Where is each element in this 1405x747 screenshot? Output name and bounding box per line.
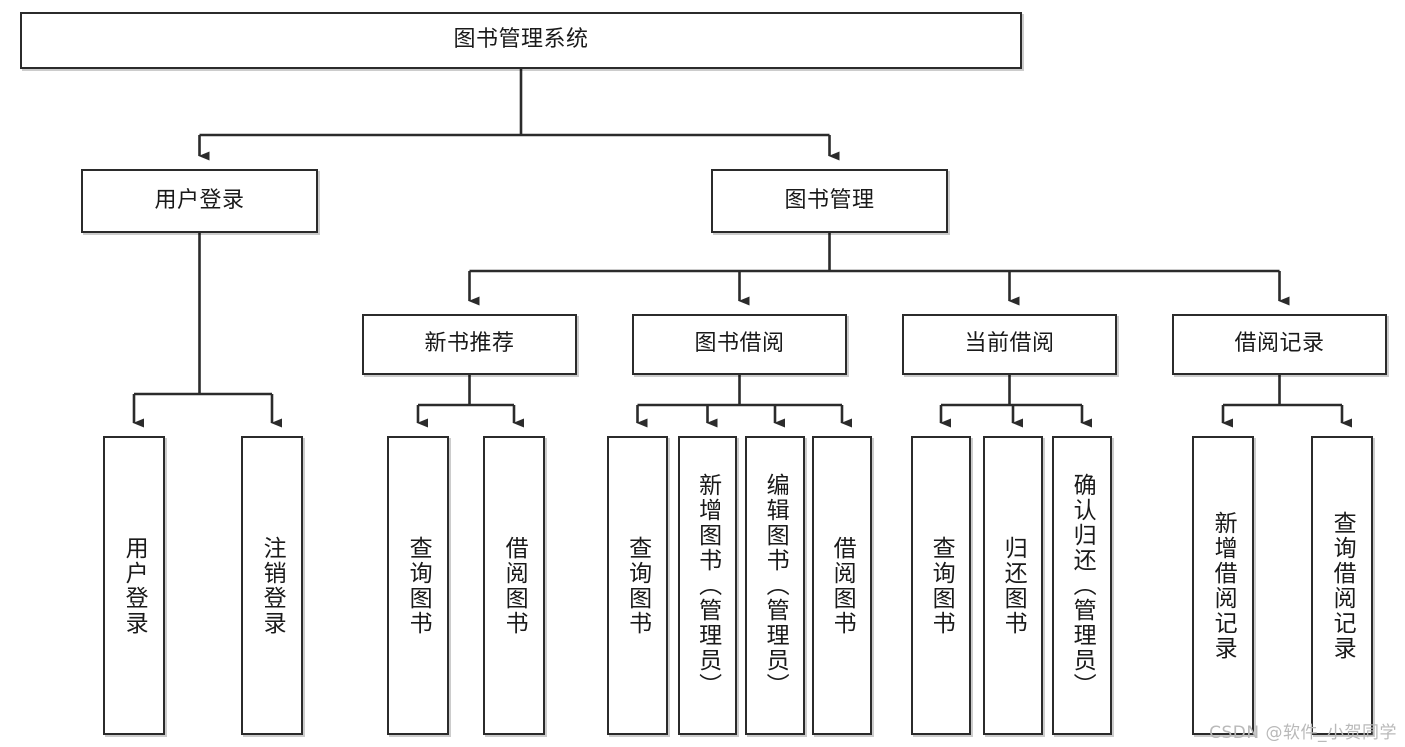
node-label: 新增借阅记录 <box>1210 510 1237 661</box>
node-leaf_9[interactable]: 归还图书 <box>983 436 1043 735</box>
node-label: 借阅图书 <box>829 535 856 636</box>
node-label: 当前借阅 <box>964 331 1055 357</box>
node-leaf_6[interactable]: 编辑图书（管理员） <box>745 436 805 735</box>
node-l3_0[interactable]: 新书推荐 <box>362 314 577 375</box>
node-label: 查询图书 <box>624 535 651 636</box>
node-leaf_11[interactable]: 新增借阅记录 <box>1192 436 1254 735</box>
node-leaf_4[interactable]: 查询图书 <box>607 436 668 735</box>
node-label: 用户登录 <box>154 187 245 213</box>
node-label: 确认归还（管理员） <box>1069 473 1096 698</box>
node-label: 编辑图书（管理员） <box>762 473 789 698</box>
node-label: 注销登录 <box>259 535 286 636</box>
node-leaf_1[interactable]: 注销登录 <box>241 436 303 735</box>
node-label: 查询图书 <box>405 535 432 636</box>
node-leaf_0[interactable]: 用户登录 <box>103 436 165 735</box>
node-label: 用户登录 <box>121 535 148 636</box>
node-leaf_7[interactable]: 借阅图书 <box>812 436 872 735</box>
edge-group <box>132 69 1352 428</box>
node-label: 图书借阅 <box>694 331 785 357</box>
node-leaf_2[interactable]: 查询图书 <box>387 436 449 735</box>
node-leaf_5[interactable]: 新增图书（管理员） <box>678 436 737 735</box>
node-label: 图书管理 <box>784 187 875 213</box>
node-root[interactable]: 图书管理系统 <box>20 12 1022 69</box>
node-label: 归还图书 <box>1000 535 1027 636</box>
node-leaf_12[interactable]: 查询借阅记录 <box>1311 436 1373 735</box>
node-leaf_3[interactable]: 借阅图书 <box>483 436 545 735</box>
node-label: 新增图书（管理员） <box>694 473 721 698</box>
node-l3_1[interactable]: 图书借阅 <box>632 314 847 375</box>
node-label: 新书推荐 <box>424 331 515 357</box>
node-l2_1[interactable]: 图书管理 <box>711 169 948 233</box>
node-label: 查询图书 <box>928 535 955 636</box>
node-leaf_8[interactable]: 查询图书 <box>911 436 971 735</box>
node-label: 借阅图书 <box>501 535 528 636</box>
node-l3_3[interactable]: 借阅记录 <box>1172 314 1387 375</box>
node-label: 借阅记录 <box>1234 331 1325 357</box>
node-label: 图书管理系统 <box>453 27 589 53</box>
node-leaf_10[interactable]: 确认归还（管理员） <box>1052 436 1112 735</box>
node-label: 查询借阅记录 <box>1329 510 1356 661</box>
node-l3_2[interactable]: 当前借阅 <box>902 314 1117 375</box>
node-l2_0[interactable]: 用户登录 <box>81 169 318 233</box>
